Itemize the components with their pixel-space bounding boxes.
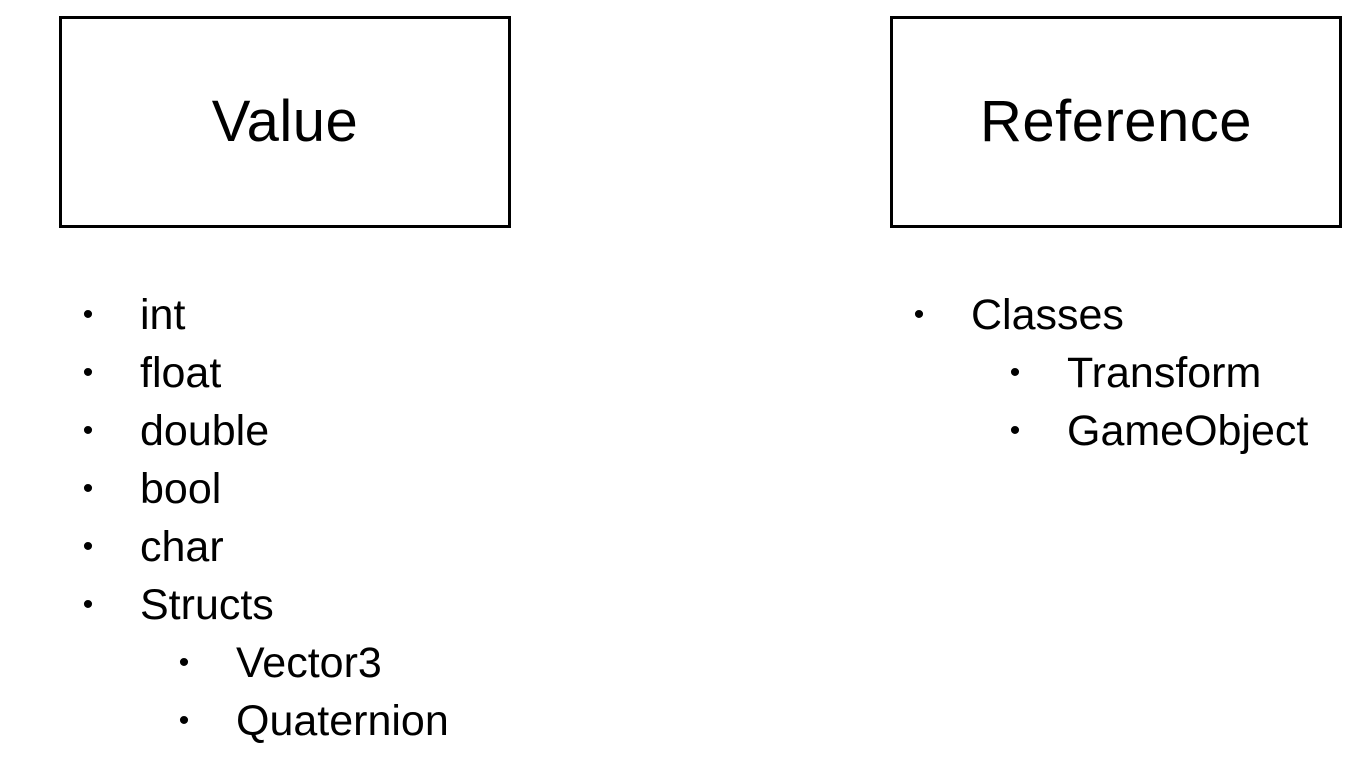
bullet-icon: • bbox=[82, 588, 94, 621]
bullet-icon: • bbox=[82, 356, 94, 389]
list-item-label: float bbox=[140, 349, 222, 397]
list-item-label: Quaternion bbox=[236, 697, 449, 745]
bullet-icon: • bbox=[913, 298, 925, 331]
bullet-icon: • bbox=[82, 298, 94, 331]
value-type-box: Value bbox=[59, 16, 511, 228]
bullet-icon: • bbox=[82, 414, 94, 447]
bullet-icon: • bbox=[82, 472, 94, 505]
bullet-icon: • bbox=[178, 646, 190, 679]
list-item-label: Structs bbox=[140, 581, 274, 629]
list-item-label: Transform bbox=[1067, 349, 1262, 397]
reference-type-title: Reference bbox=[979, 89, 1253, 154]
bullet-icon: • bbox=[82, 530, 94, 563]
list-item-label: Vector3 bbox=[236, 639, 382, 687]
list-item-label: char bbox=[140, 523, 224, 571]
bullet-icon: • bbox=[178, 704, 190, 737]
list-item-label: GameObject bbox=[1067, 407, 1309, 455]
bullet-icon: • bbox=[1009, 356, 1021, 389]
list-item-label: Classes bbox=[971, 291, 1124, 339]
value-type-title: Value bbox=[211, 89, 359, 154]
reference-type-box: Reference bbox=[890, 16, 1342, 228]
list-item-label: bool bbox=[140, 465, 222, 513]
bullet-icon: • bbox=[1009, 414, 1021, 447]
list-item-label: double bbox=[140, 407, 270, 455]
list-item-label: int bbox=[140, 291, 186, 339]
